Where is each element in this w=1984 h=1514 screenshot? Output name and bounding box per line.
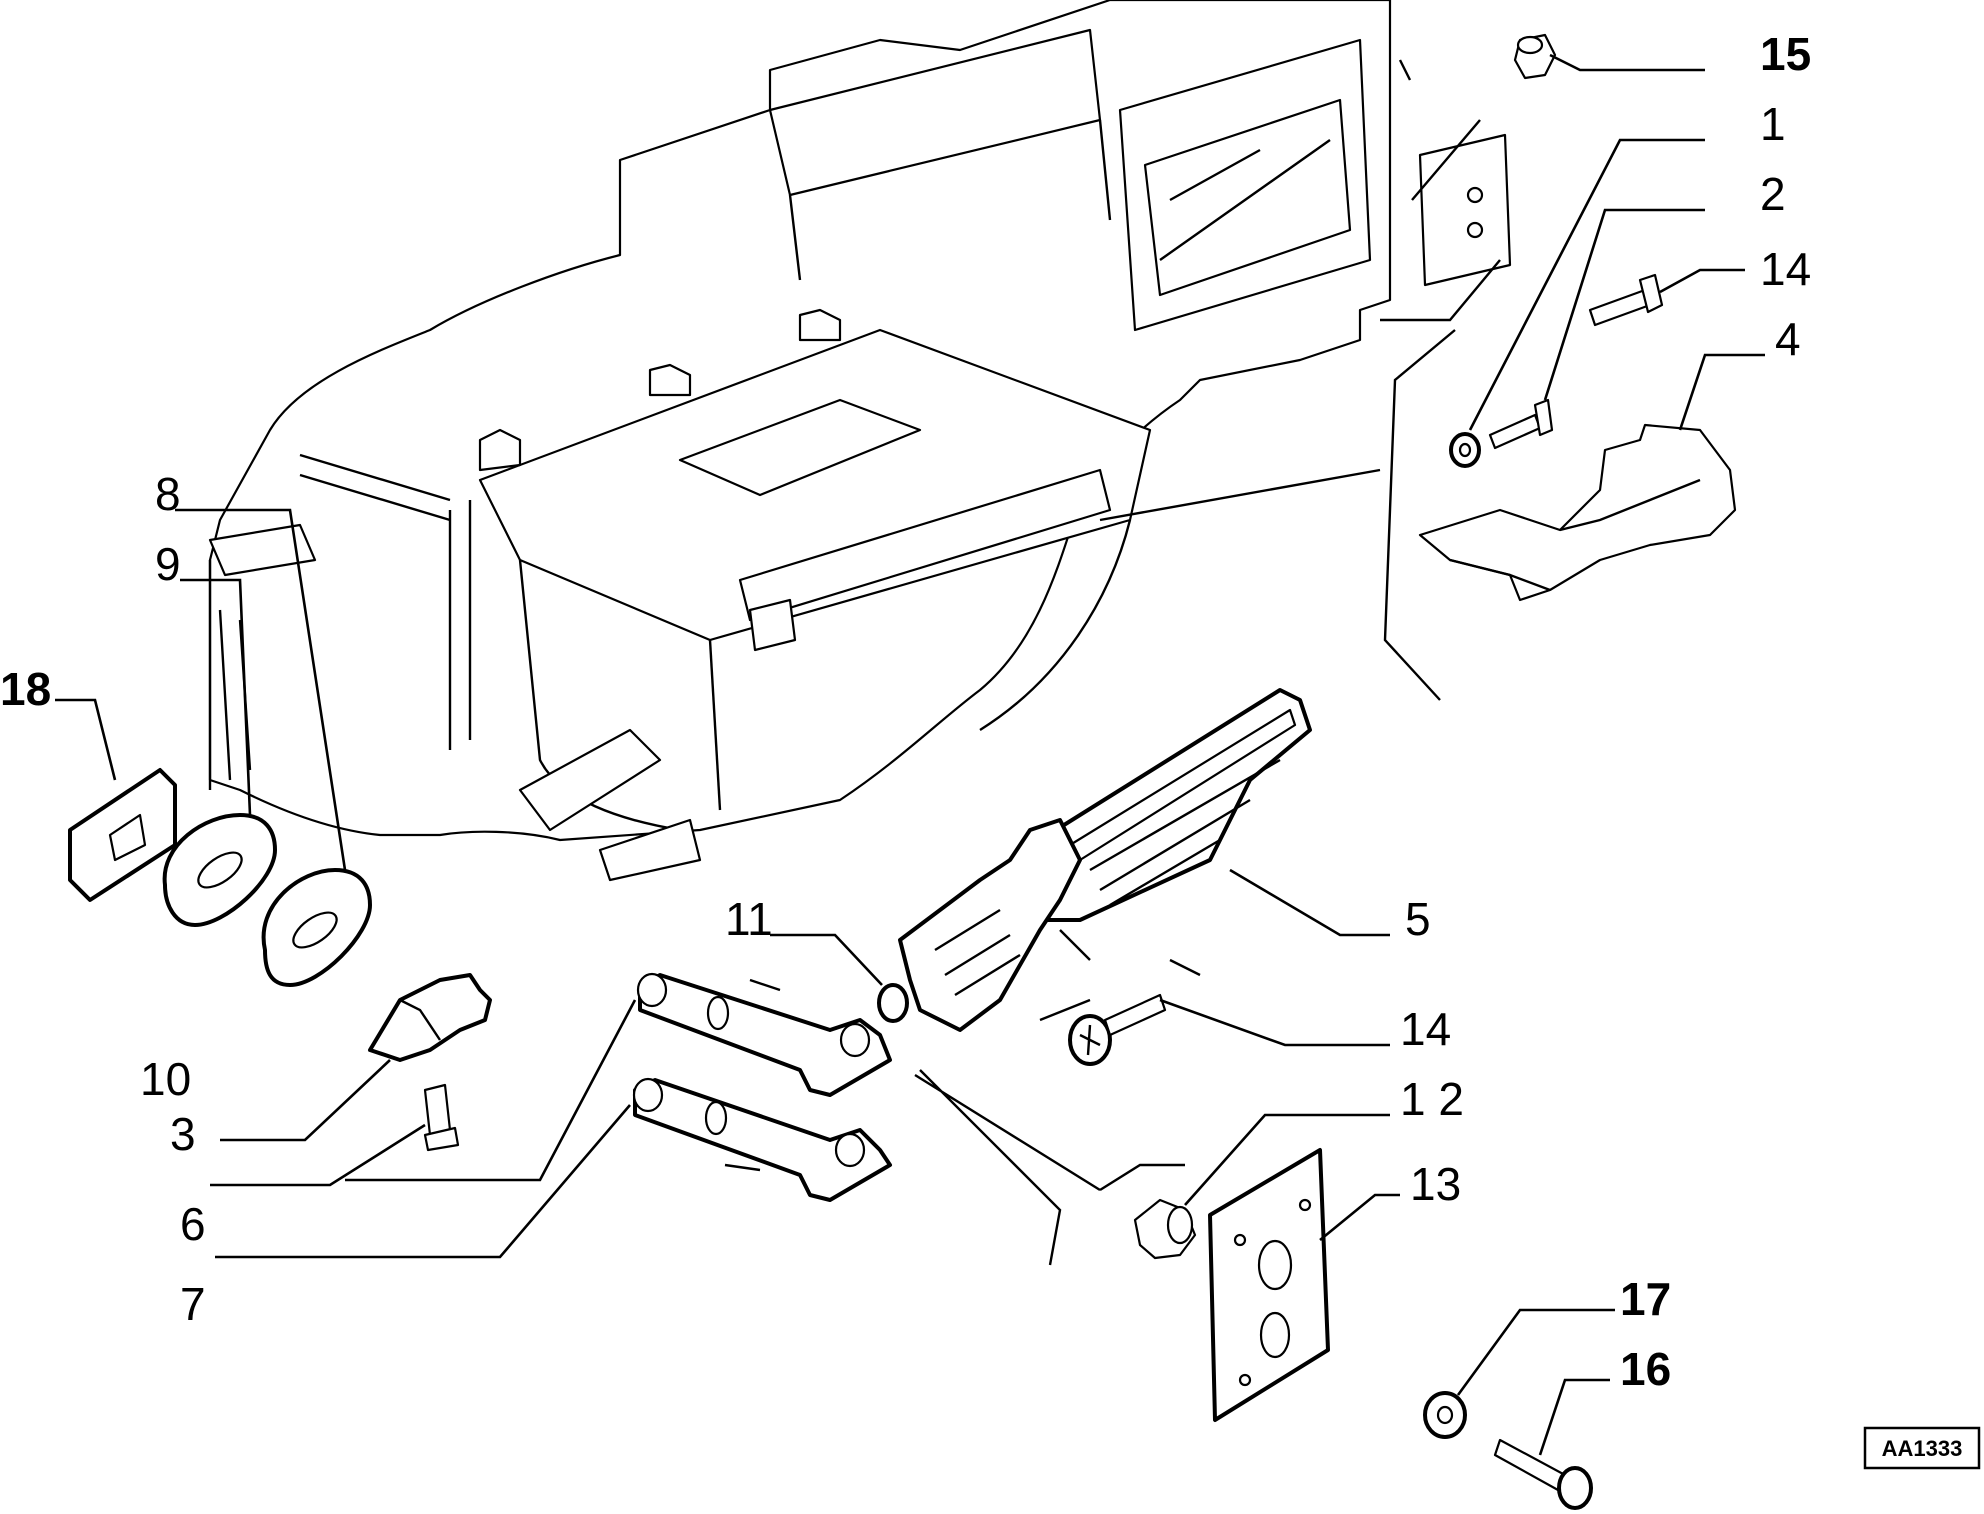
part-12-grommet xyxy=(1133,1113,1390,1260)
callout-14-top: 14 xyxy=(1760,243,1811,295)
part-9-seal xyxy=(162,578,277,927)
part-17-washer xyxy=(1423,1308,1615,1439)
callout-9: 9 xyxy=(155,538,181,590)
part-7-pipe xyxy=(215,1069,1185,1266)
reference-code-box: AA1333 xyxy=(1863,1426,1981,1470)
part-18-block xyxy=(55,698,177,902)
callout-8: 8 xyxy=(155,468,181,520)
part-1-washer xyxy=(1449,138,1705,468)
callout-6: 6 xyxy=(180,1198,206,1250)
part-6-pipe xyxy=(345,972,892,1182)
callout-7: 7 xyxy=(180,1278,206,1330)
part-8-seal xyxy=(175,508,372,987)
callout-5: 5 xyxy=(1405,893,1431,945)
callout-15: 15 xyxy=(1760,28,1811,80)
part-14-screw-mid xyxy=(1039,929,1390,1066)
part-4-bracket xyxy=(1418,353,1765,602)
callout-13: 13 xyxy=(1410,1158,1461,1210)
callout-3: 3 xyxy=(170,1108,196,1160)
part-3-screw xyxy=(210,1083,460,1187)
callout-1: 1 xyxy=(1760,98,1786,150)
part-14-screw-top xyxy=(1588,268,1745,327)
callout-17: 17 xyxy=(1620,1273,1671,1325)
part-15-clip xyxy=(1513,33,1705,80)
part-13-plate xyxy=(1208,1148,1400,1422)
callout-10: 10 xyxy=(140,1053,191,1105)
heater-housing xyxy=(208,0,1512,882)
callout-12: 1 2 xyxy=(1400,1073,1464,1125)
part-16-screw xyxy=(1493,1378,1610,1510)
callout-4: 4 xyxy=(1775,313,1801,365)
part-2-screw xyxy=(1488,208,1705,450)
reference-code: AA1333 xyxy=(1882,1436,1963,1461)
callout-18: 18 xyxy=(0,663,51,715)
part-5-heater-core xyxy=(898,688,1390,1032)
callout-16: 16 xyxy=(1620,1343,1671,1395)
callout-2: 2 xyxy=(1760,168,1786,220)
callout-11: 11 xyxy=(725,893,773,945)
part-11-o-ring xyxy=(770,933,909,1023)
part-10-flap xyxy=(220,973,492,1142)
callout-14-mid: 14 xyxy=(1400,1003,1451,1055)
